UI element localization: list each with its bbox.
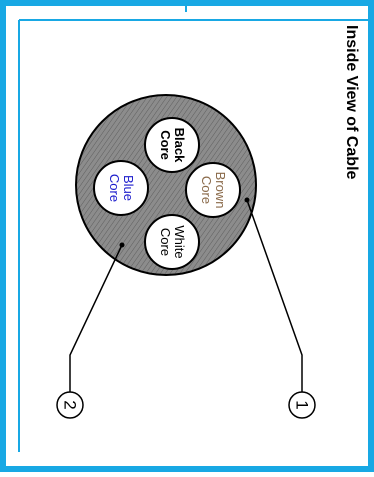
- core-black: Black Core: [144, 117, 200, 173]
- core-blue-label-1: Blue: [121, 175, 136, 201]
- core-blue: Blue Core: [93, 160, 149, 216]
- callout-2: 2: [56, 391, 84, 419]
- core-black-label-1: Black: [172, 128, 187, 163]
- diagram-title: Inside View of Cable: [343, 25, 360, 180]
- core-brown: Brown Core: [185, 162, 241, 218]
- core-brown-label-1: Brown: [213, 172, 228, 209]
- callout-1-number: 1: [293, 400, 312, 409]
- core-white-label-1: White: [172, 225, 187, 258]
- core-black-label-2: Core: [158, 130, 173, 160]
- callout-1: 1: [288, 391, 316, 419]
- core-brown-label-2: Core: [199, 176, 214, 204]
- leader-dot-2: [119, 242, 125, 248]
- leader-dot-1: [244, 197, 250, 203]
- leader-line-1: [246, 199, 303, 392]
- cable-jacket: [75, 94, 257, 276]
- core-blue-label-2: Core: [107, 174, 122, 202]
- core-white-label-2: Core: [158, 228, 173, 256]
- callout-2-number: 2: [61, 400, 80, 409]
- leader-line-2: [69, 244, 123, 392]
- core-white: White Core: [144, 214, 200, 270]
